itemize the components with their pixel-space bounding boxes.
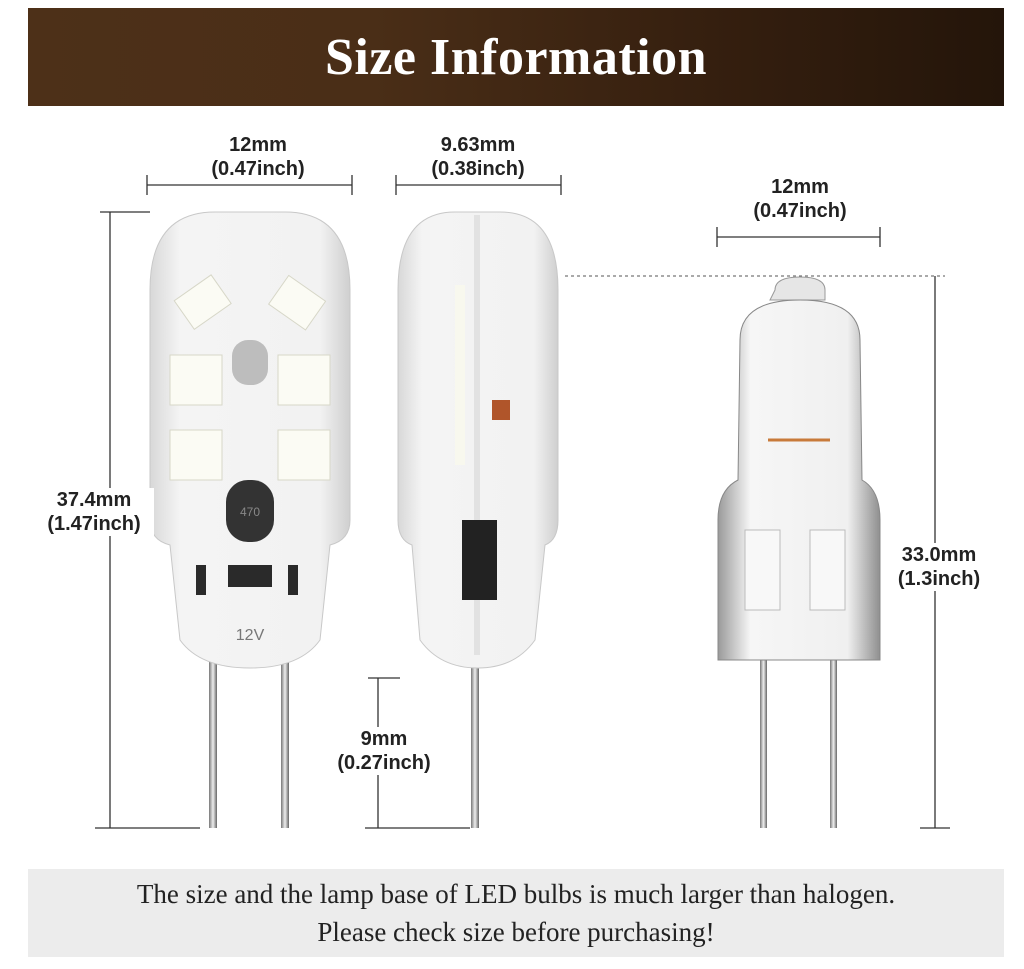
notice-banner: The size and the lamp base of LED bulbs … (28, 869, 1004, 957)
led-front-width-label: 12mm (0.47inch) (188, 133, 328, 181)
page-title: Size Information (324, 28, 708, 86)
width-in: (0.47inch) (211, 158, 305, 180)
resistor-icon (226, 480, 274, 542)
width-in: (0.38inch) (431, 158, 525, 180)
pin-mm: 9mm (360, 728, 408, 750)
title-banner: Size Information (28, 8, 1004, 106)
led-bulb-front: 470 12V (149, 211, 351, 828)
width-mm: 9.63mm (440, 134, 516, 156)
height-mm: 33.0mm (901, 544, 977, 566)
width-in: (0.47inch) (753, 200, 847, 222)
width-mm: 12mm (229, 134, 287, 156)
notice-line-2: Please check size before purchasing! (317, 917, 715, 947)
height-in: (1.47inch) (47, 513, 141, 535)
halogen-height-label: 33.0mm (1.3inch) (886, 543, 992, 591)
notice-line-1: The size and the lamp base of LED bulbs … (136, 879, 896, 909)
led-height-label: 37.4mm (1.47inch) (34, 488, 154, 536)
pin-in: (0.27inch) (337, 752, 431, 774)
halogen-width-label: 12mm (0.47inch) (730, 175, 870, 223)
led-bulb-side (397, 211, 559, 828)
halogen-bulb (717, 276, 881, 828)
height-in: (1.3inch) (897, 568, 981, 590)
width-mm: 12mm (771, 176, 829, 198)
resistor-marking: 470 (240, 505, 260, 519)
pin-length-label: 9mm (0.27inch) (325, 727, 443, 775)
led-side-width-label: 9.63mm (0.38inch) (408, 133, 548, 181)
voltage-marking: 12V (236, 627, 265, 644)
height-mm: 37.4mm (56, 489, 132, 511)
